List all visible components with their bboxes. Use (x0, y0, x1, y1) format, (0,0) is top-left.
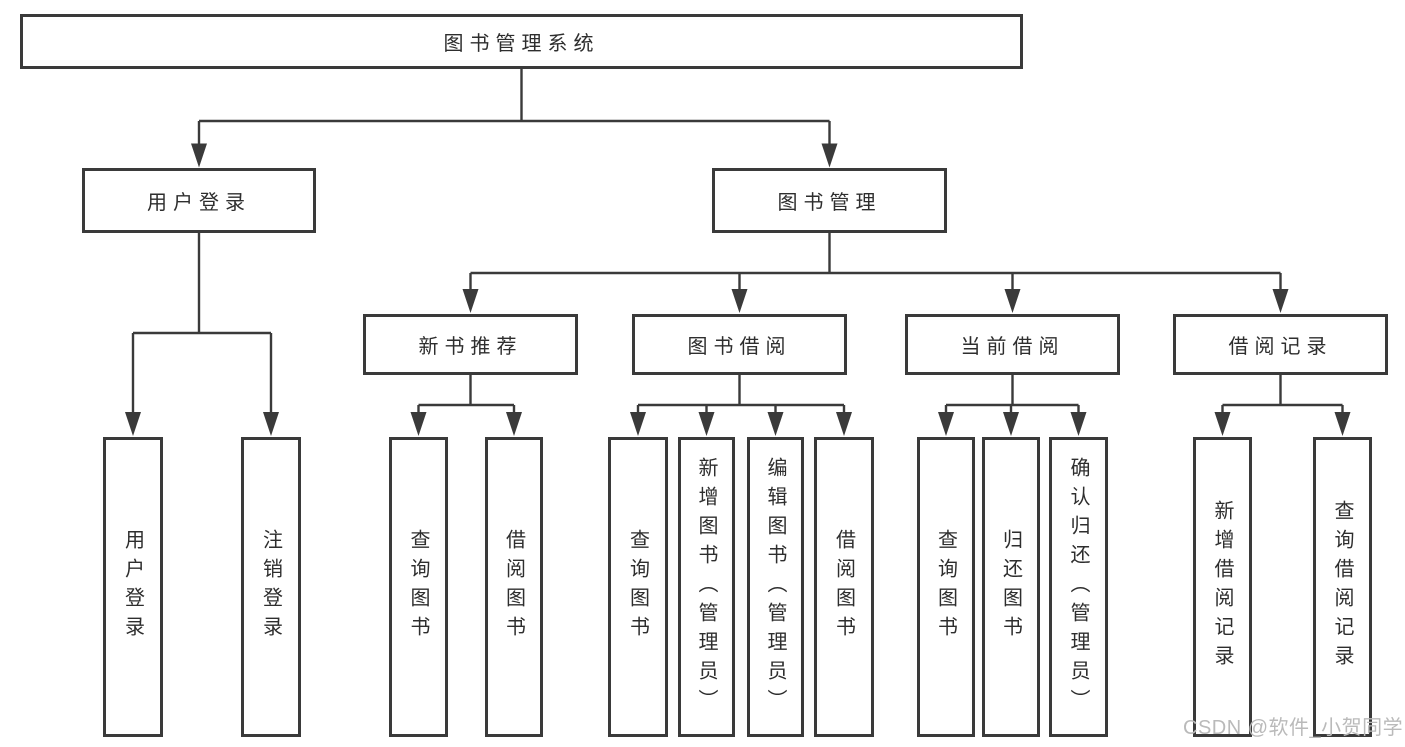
leaf-query-books-current-label: 查询图书 (934, 529, 957, 645)
leaf-query-books-current: 查询图书 (917, 437, 975, 737)
node-new-book-recommend-label: 新书推荐 (418, 336, 523, 358)
node-current-borrowing-label: 当前借阅 (960, 336, 1065, 358)
leaf-add-book-admin: 新增图书（管理员） (678, 437, 735, 737)
node-library-system: 图书管理系统 (20, 14, 1023, 69)
leaf-query-borrow-record: 查询借阅记录 (1313, 437, 1372, 737)
leaf-borrow-books-label: 借阅图书 (832, 529, 855, 645)
connector-paths (131, 69, 1344, 418)
node-library-system-label: 图书管理系统 (443, 33, 600, 55)
leaf-borrow-books: 借阅图书 (814, 437, 874, 737)
leaf-confirm-return-admin: 确认归还（管理员） (1049, 437, 1108, 737)
leaf-add-borrow-record-label: 新增借阅记录 (1211, 500, 1233, 674)
node-current-borrowing: 当前借阅 (905, 314, 1120, 375)
leaf-add-book-admin-label: 新增图书（管理员） (695, 456, 717, 718)
leaf-query-books-recommend-label: 查询图书 (407, 529, 429, 645)
node-book-management: 图书管理 (712, 168, 947, 233)
leaf-query-books-recommend: 查询图书 (389, 437, 448, 737)
leaf-borrow-books-recommend: 借阅图书 (485, 437, 543, 737)
leaf-user-login-label: 用户登录 (121, 529, 144, 645)
leaf-query-books-borrow-label: 查询图书 (626, 529, 649, 645)
leaf-return-books-label: 归还图书 (999, 529, 1022, 645)
leaf-edit-book-admin: 编辑图书（管理员） (747, 437, 804, 737)
leaf-user-login: 用户登录 (103, 437, 163, 737)
node-user-login: 用户登录 (82, 168, 316, 233)
leaf-logout: 注销登录 (241, 437, 301, 737)
leaf-confirm-return-admin-label: 确认归还（管理员） (1067, 456, 1089, 718)
leaf-query-borrow-record-label: 查询借阅记录 (1331, 500, 1353, 674)
node-book-management-label: 图书管理 (777, 192, 882, 214)
leaf-edit-book-admin-label: 编辑图书（管理员） (764, 456, 786, 718)
arrowheads (125, 143, 1351, 436)
node-book-borrowing: 图书借阅 (632, 314, 847, 375)
node-new-book-recommend: 新书推荐 (363, 314, 578, 375)
node-book-borrowing-label: 图书借阅 (687, 336, 792, 358)
leaf-add-borrow-record: 新增借阅记录 (1193, 437, 1252, 737)
leaf-logout-label: 注销登录 (259, 529, 282, 645)
leaf-borrow-books-recommend-label: 借阅图书 (502, 529, 525, 645)
leaf-query-books-borrow: 查询图书 (608, 437, 668, 737)
node-borrowing-records: 借阅记录 (1173, 314, 1388, 375)
node-borrowing-records-label: 借阅记录 (1228, 336, 1333, 358)
csdn-watermark: CSDN @软件_小贺同学 (1183, 717, 1404, 739)
node-user-login-label: 用户登录 (147, 192, 251, 214)
leaf-return-books: 归还图书 (982, 437, 1040, 737)
